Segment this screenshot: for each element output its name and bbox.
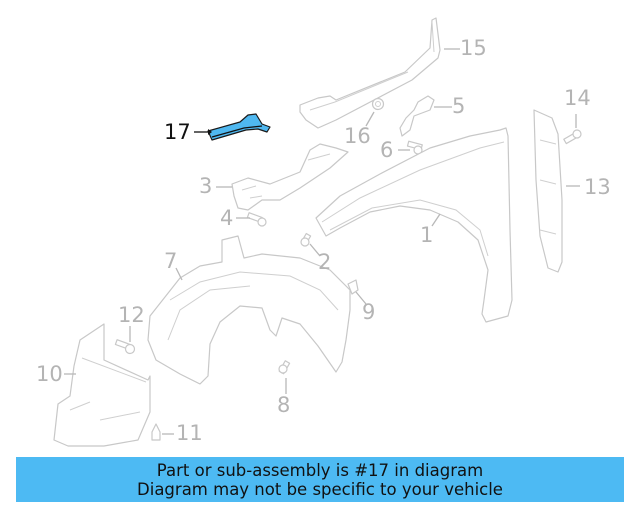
part-7-wheel-liner[interactable] <box>147 235 351 385</box>
callout-15[interactable]: 15 <box>460 36 487 60</box>
part-12-screw[interactable] <box>114 339 136 355</box>
part-16-clip[interactable] <box>371 97 385 111</box>
part-3-bracket[interactable] <box>231 143 349 211</box>
part-8-bolt[interactable] <box>278 360 291 375</box>
banner-part-notice: Part or sub-assembly is #17 in diagram <box>156 460 484 480</box>
callout-11[interactable]: 11 <box>176 421 203 445</box>
part-1-fender[interactable] <box>315 127 513 323</box>
part-6-bolt[interactable] <box>406 140 423 155</box>
banner-disclaimer: Diagram may not be specific to your vehi… <box>137 479 503 499</box>
part-10-liner[interactable] <box>53 323 151 447</box>
part-15-rail[interactable] <box>299 17 441 129</box>
callout-7[interactable]: 7 <box>164 249 178 273</box>
callout-6[interactable]: 6 <box>380 138 394 162</box>
info-banner: Part or sub-assembly is #17 in diagram D… <box>16 457 624 502</box>
callout-9[interactable]: 9 <box>362 300 376 324</box>
part-4-bolt[interactable] <box>246 212 267 227</box>
part-17-bracket[interactable] <box>207 113 271 141</box>
leader-lines <box>64 48 580 435</box>
callout-3[interactable]: 3 <box>199 174 213 198</box>
callout-13[interactable]: 13 <box>584 175 611 199</box>
part-11-clip[interactable] <box>151 423 161 441</box>
part-2-bolt[interactable] <box>300 232 312 247</box>
callout-8[interactable]: 8 <box>277 393 291 417</box>
callout-2[interactable]: 2 <box>318 250 332 274</box>
callout-4[interactable]: 4 <box>220 206 234 230</box>
callout-10[interactable]: 10 <box>36 362 63 386</box>
callout-5[interactable]: 5 <box>452 94 466 118</box>
part-14-screw[interactable] <box>563 129 582 145</box>
callout-12[interactable]: 12 <box>118 303 145 327</box>
callout-17[interactable]: 17 <box>164 120 191 144</box>
callout-1[interactable]: 1 <box>420 223 434 247</box>
part-9-clip[interactable] <box>347 279 359 295</box>
callout-14[interactable]: 14 <box>564 86 591 110</box>
part-5-bracket[interactable] <box>399 95 435 137</box>
callout-16[interactable]: 16 <box>344 124 371 148</box>
part-13-panel[interactable] <box>533 109 563 273</box>
